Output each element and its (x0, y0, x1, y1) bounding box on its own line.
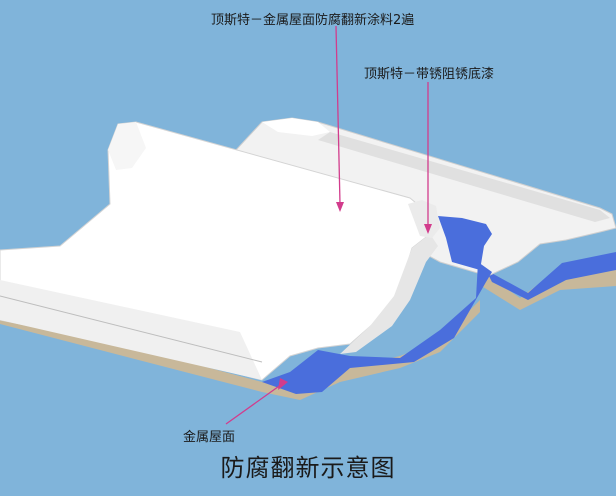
front-coating-layer (0, 121, 440, 381)
diagram-title: 防腐翻新示意图 (220, 454, 396, 482)
front-primer-layer (262, 216, 492, 394)
back-primer-layer (486, 252, 616, 300)
front-metal-panel (0, 300, 480, 400)
label-top-coating: 顶斯特－金属屋面防腐翻新涂料2遍 (211, 13, 415, 28)
label-primer: 顶斯特－带锈阻锈底漆 (364, 67, 495, 82)
back-coating-layer (235, 117, 616, 277)
arrow-metal-roof (225, 378, 288, 425)
label-metal-roof: 金属屋面 (183, 430, 236, 445)
arrow-primer (424, 82, 432, 234)
arrow-top-coating (335, 25, 344, 212)
